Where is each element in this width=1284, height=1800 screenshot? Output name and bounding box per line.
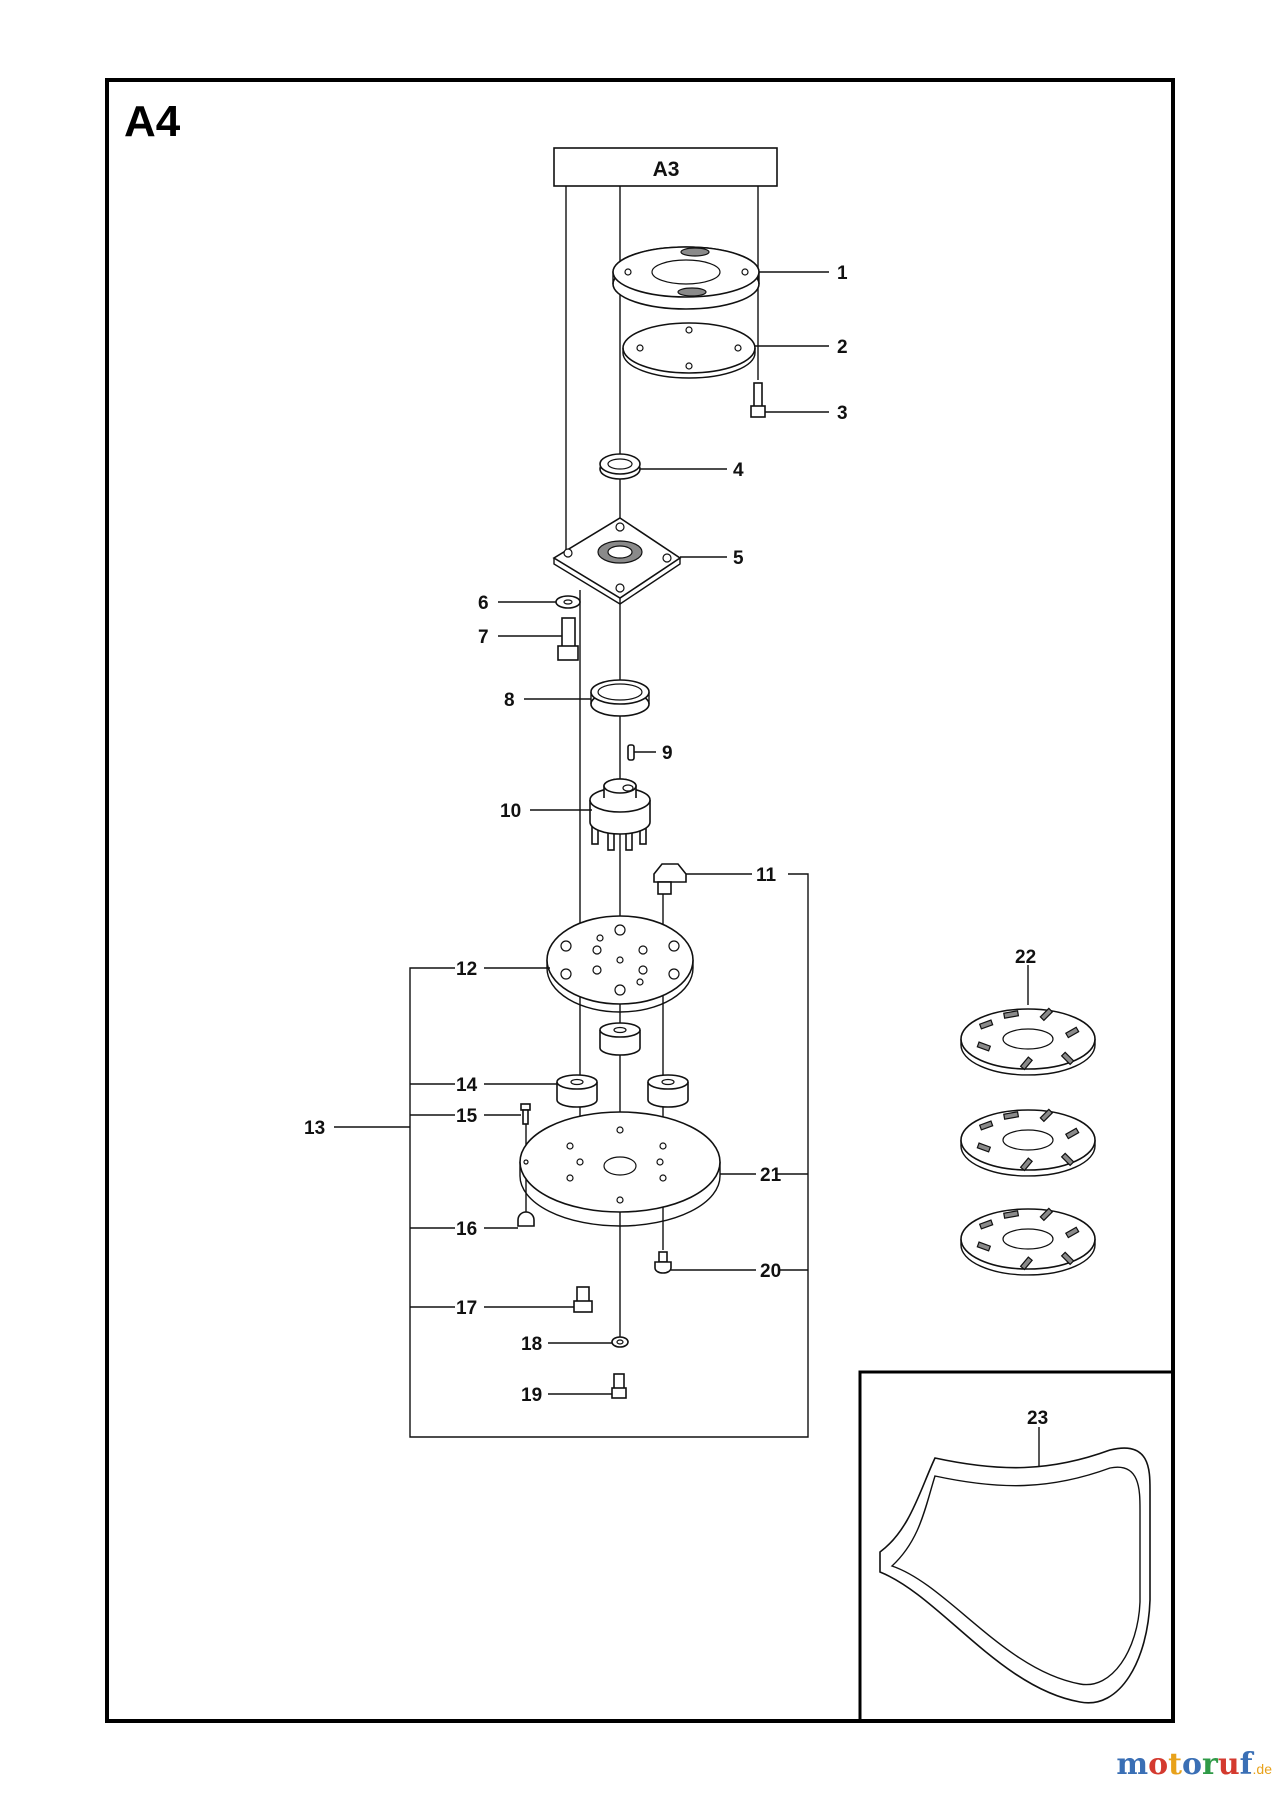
part-23-belt — [879, 1427, 1151, 1704]
diagram-frame — [105, 78, 1175, 1723]
part-6-washer — [555, 595, 581, 609]
watermark-letter: m — [1116, 1747, 1149, 1782]
callout-16: 16 — [456, 1219, 477, 1240]
part-22-grinding-disks — [960, 965, 1096, 1276]
part-19-bolt — [611, 1373, 627, 1399]
part-12-disc — [546, 915, 694, 1013]
callout-3: 3 — [837, 403, 848, 424]
callout-19: 19 — [521, 1385, 542, 1406]
part-1-flange — [612, 246, 760, 310]
part-8-bearing — [590, 679, 650, 717]
watermark-letter: r — [1202, 1747, 1218, 1782]
callout-7: 7 — [478, 627, 489, 648]
part-20-screw — [654, 1251, 672, 1274]
reference-box — [553, 147, 778, 187]
part-18-nut — [611, 1336, 629, 1348]
callout-2: 2 — [837, 337, 848, 358]
callout-20: 20 — [760, 1261, 781, 1282]
callout-6: 6 — [478, 593, 489, 614]
part-3-screw — [750, 382, 766, 418]
part-4-ring — [599, 453, 641, 480]
callout-18: 18 — [521, 1334, 542, 1355]
part-15-screw — [520, 1103, 531, 1125]
watermark: motoruf.de — [1116, 1747, 1272, 1782]
part-11-cap — [653, 863, 687, 895]
callout-4: 4 — [733, 460, 744, 481]
callout-labels: 1 2 3 4 5 6 7 8 9 10 11 12 13 14 15 16 1… — [304, 263, 1048, 1429]
part-17-bolt — [573, 1286, 593, 1313]
part-14-spacers — [556, 1022, 689, 1108]
leader-lines — [484, 271, 829, 1395]
watermark-suffix: .de — [1252, 1761, 1272, 1777]
callout-8: 8 — [504, 690, 515, 711]
callout-14: 14 — [456, 1075, 478, 1096]
watermark-letter: u — [1217, 1747, 1240, 1782]
callout-11: 11 — [756, 865, 777, 886]
callout-13: 13 — [304, 1118, 325, 1139]
callout-10: 10 — [500, 801, 521, 822]
callout-17: 17 — [456, 1298, 477, 1319]
part-2-gasket — [622, 322, 756, 379]
watermark-letter: o — [1181, 1747, 1202, 1782]
section-label: A4 — [124, 97, 181, 146]
callout-23: 23 — [1027, 1408, 1048, 1429]
callout-22: 22 — [1015, 947, 1036, 968]
part-9-pin — [627, 744, 635, 761]
part-16-screw — [517, 1211, 535, 1227]
inset-frame — [858, 1370, 1175, 1723]
watermark-letter: f — [1239, 1747, 1253, 1782]
part-7-bolt — [557, 617, 579, 661]
part-10-hub — [589, 778, 651, 851]
part-21-base-disc — [519, 1111, 721, 1227]
group-brackets — [334, 873, 809, 1438]
watermark-letter: o — [1148, 1747, 1169, 1782]
callout-5: 5 — [733, 548, 744, 569]
reference-label: A3 — [653, 158, 680, 181]
part-5-plate — [552, 517, 682, 605]
callout-15: 15 — [456, 1106, 478, 1127]
callout-12: 12 — [456, 959, 477, 980]
callout-9: 9 — [662, 743, 673, 764]
watermark-letter: t — [1168, 1747, 1182, 1782]
callout-1: 1 — [837, 263, 848, 284]
callout-21: 21 — [760, 1165, 782, 1186]
watermark-text: motoruf — [1116, 1747, 1252, 1782]
